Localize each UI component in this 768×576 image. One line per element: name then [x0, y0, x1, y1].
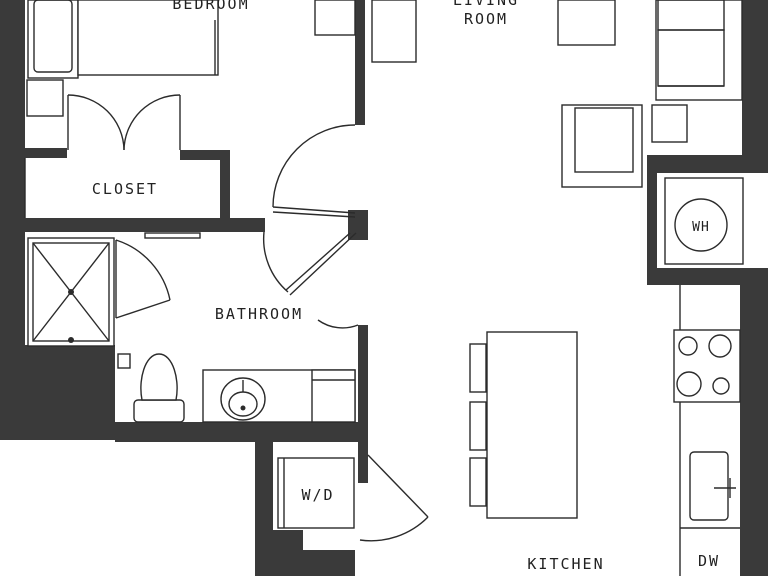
room-label-bedroom: BEDROOM	[172, 0, 249, 13]
bed-headboard	[27, 0, 79, 79]
bedroom-furniture	[26, 0, 356, 117]
sofa	[655, 0, 743, 101]
shower-door	[115, 239, 171, 319]
room-label-kitchen: KITCHEN	[527, 555, 604, 573]
washer-dryer	[277, 457, 355, 529]
laundry-door	[359, 454, 429, 542]
kitchen-sink	[689, 451, 736, 521]
dresser	[314, 0, 356, 36]
bedroom-door	[272, 124, 356, 218]
room-label-bathroom: BATHROOM	[215, 305, 303, 323]
bathroom-door	[262, 231, 359, 329]
room-label-living-line2: ROOM	[464, 10, 508, 28]
cooktop	[673, 329, 741, 403]
coffee-table	[557, 0, 616, 46]
desk-chair	[371, 0, 417, 63]
vanity	[202, 369, 356, 423]
room-label-living-line1: LIVING	[453, 0, 519, 9]
shower	[27, 237, 115, 347]
water-heater	[664, 177, 744, 265]
closet-doors	[67, 94, 181, 151]
nightstand	[26, 79, 64, 117]
bed	[77, 0, 219, 76]
fixture-label-washer-dryer: W/D	[301, 486, 334, 504]
fixture-label-water-heater: WH	[692, 220, 710, 235]
fixture-label-dishwasher: DW	[698, 552, 720, 570]
side-table	[651, 104, 688, 143]
kitchen-island	[469, 331, 578, 519]
counter	[679, 285, 740, 576]
toilet	[133, 353, 185, 423]
room-label-closet: CLOSET	[92, 180, 158, 198]
towel-bar	[144, 232, 201, 239]
toilet-paper-holder	[117, 353, 131, 369]
armchair	[561, 104, 643, 188]
